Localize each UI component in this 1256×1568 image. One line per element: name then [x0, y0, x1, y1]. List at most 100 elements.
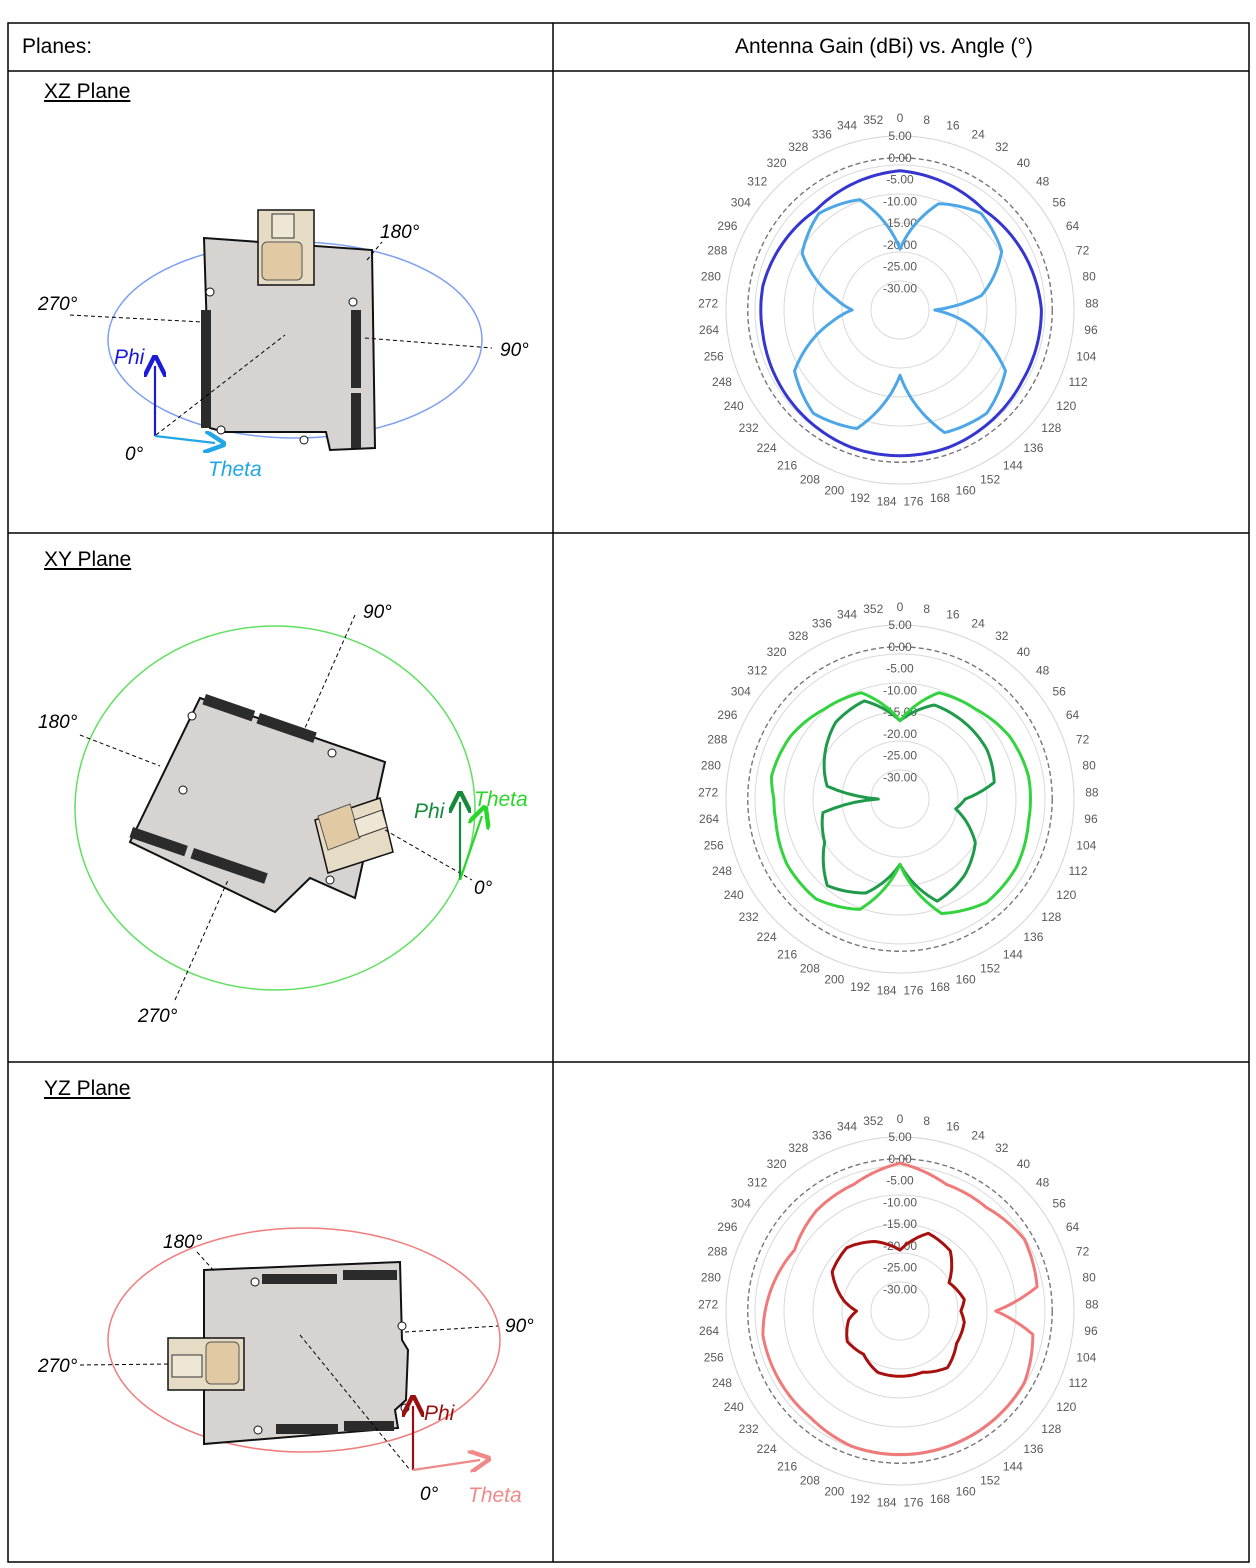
polar-outer-ring: [725, 135, 1075, 485]
angle-tick-label: 232: [739, 1422, 759, 1436]
polar-ring: [841, 1252, 959, 1370]
plane-title-xz: XZ Plane: [44, 80, 131, 103]
label-phi-yz: Phi: [424, 1402, 456, 1425]
angle-tick-label: 344: [837, 1119, 857, 1133]
label-90-xy: 90°: [363, 602, 392, 623]
angle-tick-label: 248: [712, 864, 732, 878]
radial-tick-label: -10.00: [883, 194, 917, 208]
angle-tick-label: 312: [747, 664, 767, 678]
angle-tick-label: 352: [863, 113, 883, 127]
angle-tick-label: 344: [837, 118, 857, 132]
radial-tick-label: -30.00: [883, 281, 917, 295]
angle-tick-label: 256: [704, 838, 724, 852]
angle-tick-label: 264: [699, 1324, 719, 1338]
angle-tick-label: 72: [1076, 1245, 1090, 1259]
angle-tick-label: 56: [1052, 685, 1066, 699]
angle-tick-label: 304: [731, 196, 751, 210]
radial-tick-label: -5.00: [886, 662, 914, 676]
angle-tick-label: 192: [850, 491, 870, 505]
angle-tick-label: 176: [903, 495, 923, 509]
angle-tick-label: 232: [739, 421, 759, 435]
radial-tick-label: -25.00: [883, 260, 917, 274]
radial-tick-label: -10.00: [883, 683, 917, 697]
angle-tick-label: 80: [1082, 270, 1096, 284]
angle-tick-label: 328: [788, 140, 808, 154]
polar-outer-ring: [725, 624, 1075, 974]
angle-tick-label: 200: [824, 1484, 844, 1498]
angle-tick-label: 8: [923, 113, 930, 127]
angle-tick-label: 0: [897, 111, 904, 125]
angle-tick-label: 336: [812, 617, 832, 631]
angle-tick-label: 272: [698, 296, 718, 310]
label-0-xz: 0°: [125, 444, 144, 465]
angle-tick-label: 232: [739, 910, 759, 924]
polar-ring: [754, 653, 1046, 945]
radial-tick-label: -5.00: [886, 173, 914, 187]
angle-tick-label: 192: [850, 1492, 870, 1506]
board-xy: [128, 694, 394, 914]
label-90-yz: 90°: [505, 1316, 534, 1337]
radial-tick-label: -20.00: [883, 238, 917, 252]
angle-tick-label: 152: [980, 962, 1000, 976]
header-gain: Antenna Gain (dBi) vs. Angle (°): [735, 35, 1033, 58]
angle-tick-label: 312: [747, 175, 767, 189]
radial-tick-label: -5.00: [886, 1174, 914, 1188]
angle-tick-label: 128: [1041, 1422, 1061, 1436]
angle-tick-label: 336: [812, 128, 832, 142]
angle-tick-label: 352: [863, 602, 883, 616]
reference-ring: [747, 646, 1053, 952]
angle-tick-label: 264: [699, 323, 719, 337]
angle-tick-label: 24: [971, 128, 985, 142]
label-phi-xz: Phi: [114, 346, 146, 369]
angle-tick-label: 64: [1066, 708, 1080, 722]
angle-tick-label: 32: [995, 140, 1009, 154]
theta-arrow-xy: [458, 816, 482, 881]
angle-tick-label: 288: [707, 733, 727, 747]
angle-tick-label: 104: [1076, 349, 1096, 363]
angle-tick-label: 16: [946, 607, 960, 621]
series-line-0: [761, 1161, 1039, 1456]
series-line-0: [759, 169, 1043, 458]
angle-tick-label: 160: [956, 483, 976, 497]
angle-tick-label: 48: [1036, 175, 1050, 189]
angle-tick-label: 256: [704, 1350, 724, 1364]
angle-tick-label: 144: [1003, 458, 1023, 472]
label-0-xy: 0°: [474, 878, 493, 899]
angle-tick-label: 192: [850, 980, 870, 994]
angle-tick-label: 80: [1082, 759, 1096, 773]
angle-tick-label: 120: [1056, 1400, 1076, 1414]
angle-tick-label: 208: [800, 1474, 820, 1488]
angle-tick-label: 128: [1041, 910, 1061, 924]
label-phi-xy: Phi: [414, 800, 446, 823]
angle-tick-label: 216: [777, 1459, 797, 1473]
angle-tick-label: 328: [788, 1141, 808, 1155]
angle-tick-label: 24: [971, 617, 985, 631]
radial-tick-label: -25.00: [883, 1261, 917, 1275]
angle-tick-label: 96: [1084, 1324, 1098, 1338]
angle-tick-label: 0: [897, 600, 904, 614]
polar-ring: [870, 1281, 930, 1341]
angle-tick-label: 32: [995, 629, 1009, 643]
angle-tick-label: 64: [1066, 1220, 1080, 1234]
angle-tick-label: 64: [1066, 219, 1080, 233]
label-270-yz: 270°: [37, 1356, 78, 1377]
label-0-yz: 0°: [420, 1484, 439, 1505]
radial-tick-label: -15.00: [883, 1217, 917, 1231]
label-theta-xy: Theta: [474, 788, 528, 811]
angle-tick-label: 240: [724, 888, 744, 902]
label-180-yz: 180°: [163, 1232, 203, 1253]
angle-tick-label: 216: [777, 458, 797, 472]
angle-tick-label: 56: [1052, 196, 1066, 210]
angle-tick-label: 112: [1068, 864, 1087, 878]
polar-outer-ring: [725, 1136, 1075, 1486]
angle-tick-label: 184: [877, 495, 897, 509]
angle-tick-label: 72: [1076, 733, 1090, 747]
label-90-xz: 90°: [500, 340, 529, 361]
angle-tick-label: 248: [712, 1376, 732, 1390]
theta-arrow-yz: [412, 1460, 480, 1470]
angle-tick-label: 296: [717, 708, 737, 722]
angle-tick-label: 48: [1036, 664, 1050, 678]
